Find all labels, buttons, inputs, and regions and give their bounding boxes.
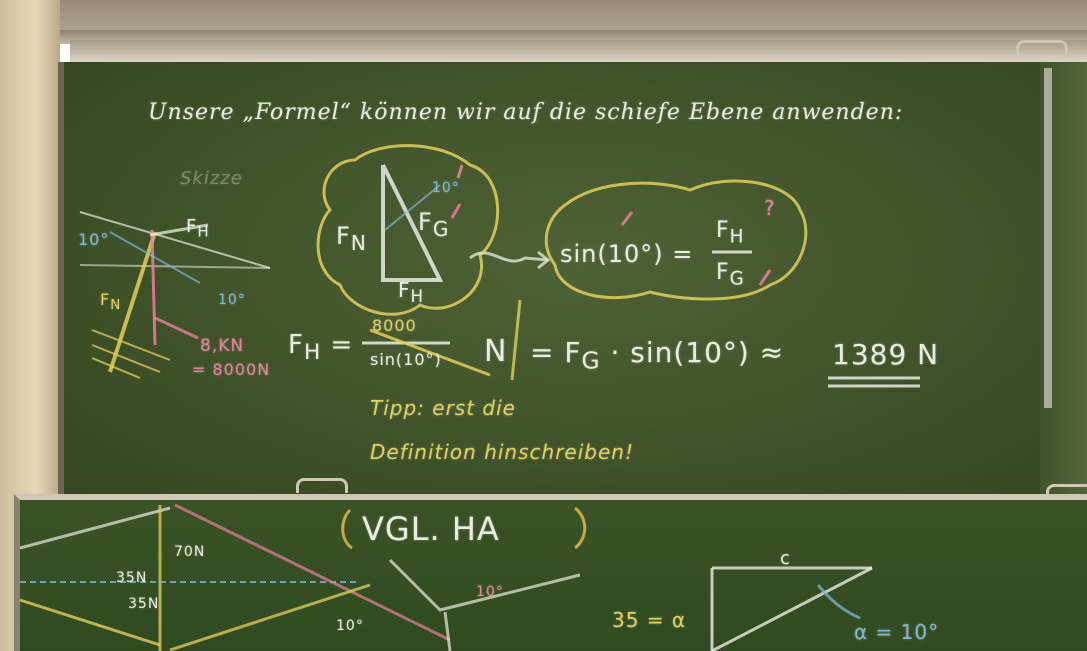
angle-label-left: 10° (78, 230, 110, 249)
eq-rhs-symbol: = F (530, 336, 582, 369)
lower-triangle-hyp (711, 566, 873, 651)
fg-subscript: G (432, 216, 450, 241)
fh-symbol: F (398, 278, 411, 302)
eq-rhs-tail: · sin(10°) ≈ (610, 336, 785, 369)
eq-denominator: sin(10°) (370, 350, 442, 369)
cloud-fh: FH (398, 278, 424, 306)
fh-subscript: H (410, 287, 425, 306)
sketch-label: Skizze (180, 168, 243, 189)
strike-through (369, 328, 491, 377)
fh-symbol: F (716, 218, 730, 243)
thought-cloud-left (316, 144, 500, 316)
thought-cloud-right (544, 179, 808, 301)
fg-symbol: F (716, 260, 730, 285)
checkmark (758, 269, 772, 286)
force-fn-left: FN (100, 290, 121, 313)
fh-subscript: H (729, 226, 745, 248)
hatch-line (91, 357, 141, 379)
cloud-numerator: FH (716, 218, 744, 247)
fn-subscript: N (350, 230, 367, 255)
angle-line-blue (109, 231, 201, 284)
checkmark (450, 203, 462, 219)
lower-incline (19, 506, 171, 550)
eq-numerator: 8000 (372, 316, 417, 335)
lower-angle-arc (816, 584, 861, 620)
eq-result: 1389 N (832, 338, 940, 371)
board-handle (1016, 40, 1068, 55)
cloud-fn: FN (336, 222, 367, 255)
checkmark (456, 164, 464, 179)
lower-title: VGL. HA (362, 510, 500, 548)
lower-alpha-eq: 35 = α (612, 608, 687, 632)
board-title: Unsere „Formel“ können wir auf die schie… (148, 100, 904, 125)
fn-symbol: F (336, 222, 351, 250)
arrow-to-cloud (469, 251, 549, 263)
eq-rhs: = FG · sin(10°) ≈ (530, 336, 784, 375)
force-triangle (381, 164, 444, 282)
cloud-angle: 10° (432, 180, 460, 196)
tip-line-1: Tipp: erst die (370, 396, 516, 420)
lower-yellow-line (19, 598, 161, 647)
lower-c-label: c (780, 548, 791, 569)
fh-subscript: H (197, 222, 210, 241)
lower-pink-line (174, 503, 451, 642)
force-value-left: 8,KN (200, 336, 245, 356)
lower-label-70: 70N (174, 544, 206, 560)
eq-unit: N (484, 334, 508, 369)
angle-mark-blue (384, 184, 441, 231)
chalk-line-vertical (1044, 68, 1052, 408)
braces (341, 506, 587, 550)
board-handle (296, 478, 348, 493)
fn-subscript: N (110, 298, 122, 314)
lower-label-35b: 35N (128, 596, 160, 612)
fg-symbol: F (418, 208, 433, 236)
hatch-line (91, 344, 161, 373)
incline-line (79, 211, 271, 269)
arrow-head (537, 250, 551, 270)
eq-equals: = (330, 330, 354, 360)
cloud-fg: FG (418, 208, 449, 241)
hatch-line (91, 329, 171, 361)
lower-label-35a: 35N (116, 570, 148, 586)
eq-lhs-subscript: H (303, 340, 322, 366)
checkmark (620, 211, 634, 226)
cloud-sin-equation: sin(10°) = (560, 240, 694, 268)
lower-stem (443, 611, 452, 651)
force-arrow-yellow (108, 231, 157, 373)
tip-line-2: Definition hinschreiben! (370, 440, 634, 464)
cloud-question: ? (764, 196, 776, 220)
force-arrow-pink-small (154, 316, 199, 340)
cloud-denominator: FG (716, 260, 745, 289)
lower-yellow-diag (169, 583, 371, 651)
chalkboard-lower (14, 494, 1087, 651)
eq-lhs: FH = (288, 330, 353, 365)
force-value-left-2: = 8000N (192, 360, 271, 379)
lower-alpha-result: α = 10° (854, 620, 940, 644)
chalkboard-upper (58, 62, 1087, 507)
angle-label-right: 10° (218, 292, 246, 308)
ground-line (79, 264, 271, 269)
force-fh-left: FH (186, 216, 210, 241)
correction-mark (510, 299, 522, 381)
force-arrow-white (149, 223, 209, 237)
eq-lhs-symbol: F (288, 330, 304, 360)
board-handle (1046, 484, 1087, 499)
fg-subscript: G (729, 268, 745, 290)
lower-label-10b: 10° (336, 618, 364, 634)
fn-symbol: F (100, 290, 111, 309)
lower-label-10a: 10° (476, 584, 504, 600)
lower-v-shape (388, 558, 581, 612)
force-arrow-pink (150, 229, 157, 346)
fh-symbol: F (186, 216, 198, 237)
eq-rhs-subscript: G (581, 346, 601, 375)
